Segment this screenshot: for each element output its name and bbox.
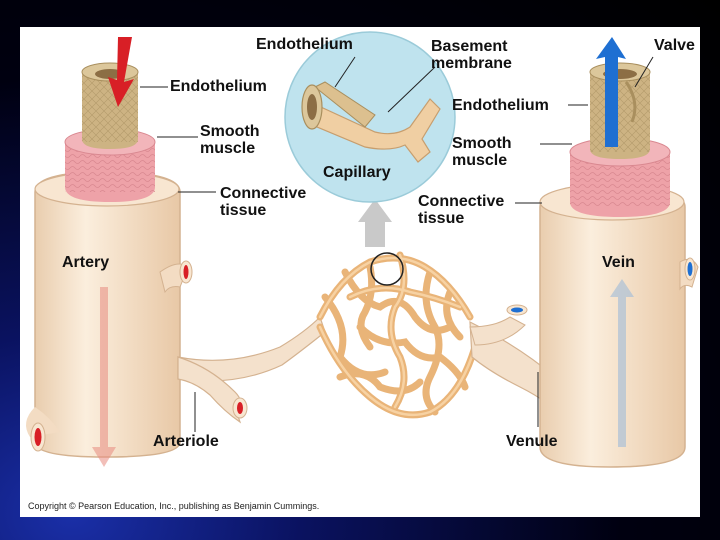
label-arteriole: Arteriole <box>153 433 219 450</box>
label-vein-smooth-muscle: Smooth muscle <box>452 135 512 169</box>
capillary-bed <box>320 255 475 415</box>
vein-connective-tissue <box>540 187 685 467</box>
label-valve: Valve <box>654 37 695 54</box>
zoom-arrow <box>358 199 392 247</box>
label-venule: Venule <box>506 433 558 450</box>
copyright-credit: Copyright © Pearson Education, Inc., pub… <box>28 501 319 511</box>
label-artery: Artery <box>62 254 109 271</box>
label-artery-smooth-muscle: Smooth muscle <box>200 123 260 157</box>
label-capillary-endothelium: Endothelium <box>256 36 353 53</box>
label-vein-connective-tissue: Connective tissue <box>418 193 504 227</box>
label-vein: Vein <box>602 254 635 271</box>
label-artery-connective-tissue: Connective tissue <box>220 185 306 219</box>
artery <box>26 37 192 467</box>
slide: Endothelium Smooth muscle Connective tis… <box>20 27 700 517</box>
blood-vessel-diagram <box>20 27 700 517</box>
label-basement-membrane: Basement membrane <box>431 38 512 72</box>
arteriole <box>178 317 325 422</box>
label-capillary: Capillary <box>323 164 391 181</box>
vein <box>540 37 698 467</box>
label-vein-endothelium: Endothelium <box>452 97 549 114</box>
label-artery-endothelium: Endothelium <box>170 78 267 95</box>
